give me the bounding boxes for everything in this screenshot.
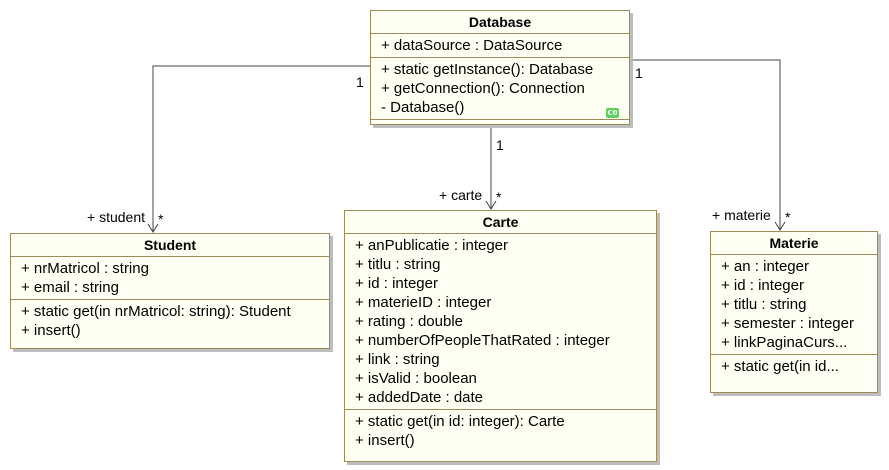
class-attribute: + id : integer: [355, 275, 438, 292]
class-operation: + static getInstance(): Database: [381, 61, 594, 78]
class-attribute: + rating : double: [355, 313, 463, 330]
operations-compartment: + static get(in id: integer): Carte + ins…: [345, 410, 656, 452]
attributes-compartment: + dataSource : DataSource: [371, 34, 629, 58]
class-operation: + static get(in id: integer): Carte: [355, 413, 565, 430]
class-operation: + insert(): [355, 432, 415, 449]
multiplicity-database-carte: 1: [496, 137, 504, 153]
class-database[interactable]: Database + dataSource : DataSource + sta…: [370, 10, 630, 125]
class-badge: C0: [606, 108, 619, 118]
multiplicity-student: *: [158, 211, 164, 227]
class-operation: + static get(in id...: [721, 358, 839, 375]
arrowhead-carte: [485, 200, 497, 210]
class-carte[interactable]: Carte + anPublicatie : integer + titlu : …: [344, 210, 657, 462]
class-title: Materie: [711, 232, 877, 255]
multiplicity-carte: *: [496, 189, 502, 205]
class-attribute: + addedDate : date: [355, 389, 484, 406]
class-operation: - Database(): [381, 99, 465, 116]
attributes-compartment: + nrMatricol : string + email : string: [11, 257, 329, 300]
class-title: Carte: [345, 211, 656, 234]
class-attribute: + linkPaginaCurs...: [721, 334, 848, 351]
class-attribute: + anPublicatie : integer: [355, 237, 509, 254]
class-attribute: + materieID : integer: [355, 294, 492, 311]
class-student[interactable]: Student + nrMatricol : string + email : s…: [10, 233, 330, 349]
class-title: Student: [11, 234, 329, 257]
class-attribute: + nrMatricol : string: [21, 260, 149, 277]
multiplicity-database-student: 1: [356, 74, 364, 90]
operations-compartment: + static get(in nrMatricol: string): Stu…: [11, 300, 329, 342]
class-attribute: + an : integer: [721, 258, 809, 275]
class-title: Database: [371, 11, 629, 34]
role-materie: + materie: [712, 207, 771, 223]
class-operation: + static get(in nrMatricol: string): Stu…: [21, 303, 291, 320]
attributes-compartment: + an : integer + id : integer + titlu : st…: [711, 255, 877, 355]
class-attribute: + id : integer: [721, 277, 804, 294]
class-operation: + insert(): [21, 322, 81, 339]
association-database-materie: [630, 59, 781, 230]
operations-compartment: + static getInstance(): Database + getCon…: [371, 58, 629, 120]
multiplicity-database-materie: 1: [635, 65, 643, 81]
class-attribute: + numberOfPeopleThatRated : integer: [355, 332, 610, 349]
class-attribute: + semester : integer: [721, 315, 854, 332]
class-materie[interactable]: Materie + an : integer + id : integer + ti…: [710, 231, 878, 393]
arrowhead-student: [147, 223, 159, 233]
class-operation: + getConnection(): Connection: [381, 80, 585, 97]
class-attribute: + dataSource : DataSource: [381, 37, 563, 54]
class-attribute: + link : string: [355, 351, 440, 368]
arrowhead-materie: [774, 221, 786, 231]
operations-compartment: + static get(in id...: [711, 355, 877, 378]
class-attribute: + email : string: [21, 279, 119, 296]
class-attribute: + titlu : string: [721, 296, 807, 313]
multiplicity-materie: *: [785, 209, 791, 225]
role-carte: + carte: [439, 187, 483, 203]
attributes-compartment: + anPublicatie : integer + titlu : string…: [345, 234, 656, 410]
class-attribute: + isValid : boolean: [355, 370, 477, 387]
class-attribute: + titlu : string: [355, 256, 441, 273]
role-student: + student: [87, 209, 145, 225]
association-database-student: [152, 65, 370, 232]
